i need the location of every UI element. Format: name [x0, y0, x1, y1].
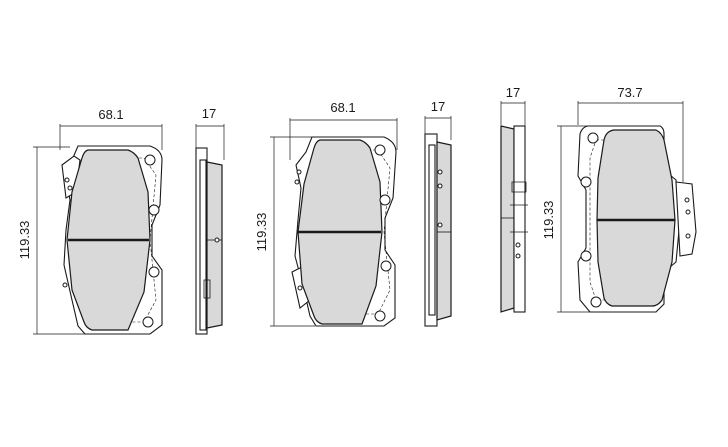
hole: [380, 260, 392, 272]
rivet: [685, 233, 691, 239]
rivet: [214, 237, 220, 243]
hole: [148, 266, 160, 278]
rivet: [515, 253, 521, 259]
pad-front-view-1: 68.1 119.33: [17, 107, 163, 335]
rivet: [62, 282, 68, 288]
thickness-label: 17: [202, 106, 216, 121]
hole: [374, 310, 386, 322]
side-friction-pad: [500, 125, 515, 313]
rivet: [437, 183, 443, 189]
width-label: 73.7: [617, 85, 642, 100]
hole: [379, 194, 391, 206]
hole: [148, 204, 160, 216]
side-shim: [428, 144, 436, 316]
friction-pad: [596, 129, 676, 307]
height-label: 119.33: [254, 213, 269, 252]
rivet: [437, 222, 443, 228]
rivet: [684, 197, 690, 203]
pad-side-view-2: 17: [195, 106, 225, 335]
side-shim: [199, 159, 207, 331]
width-label: 68.1: [330, 100, 355, 115]
rivet: [64, 177, 70, 183]
rivet: [296, 169, 302, 175]
width-label: 68.1: [98, 107, 123, 122]
pad-front-view-3: 68.1 119.33: [254, 100, 398, 327]
height-label: 119.33: [17, 221, 32, 260]
hole: [587, 132, 599, 144]
rivet: [294, 179, 300, 185]
thickness-label: 17: [431, 99, 445, 114]
pad-front-view-6: 73.7 119.33: [541, 85, 697, 313]
rivet: [685, 209, 691, 215]
hole: [580, 176, 592, 188]
spring-clip: [511, 181, 527, 193]
hole: [142, 316, 154, 328]
clip-tabs: [510, 204, 528, 233]
rivet: [297, 285, 303, 291]
hole: [144, 154, 156, 166]
hole: [374, 144, 386, 156]
mounting-ear: [675, 181, 697, 257]
side-friction-pad: [436, 141, 452, 321]
side-backing-plate: [513, 125, 526, 313]
hole: [580, 250, 592, 262]
wear-indicator: [203, 279, 211, 299]
rivet: [515, 242, 521, 248]
hole: [590, 296, 602, 308]
rivet: [437, 169, 443, 175]
side-friction-pad: [206, 161, 223, 329]
height-label: 119.33: [541, 201, 556, 240]
pad-side-view-5: 17: [500, 85, 528, 313]
rivet: [67, 185, 73, 191]
thickness-label: 17: [506, 85, 520, 100]
pad-side-view-4: 17: [424, 99, 452, 327]
